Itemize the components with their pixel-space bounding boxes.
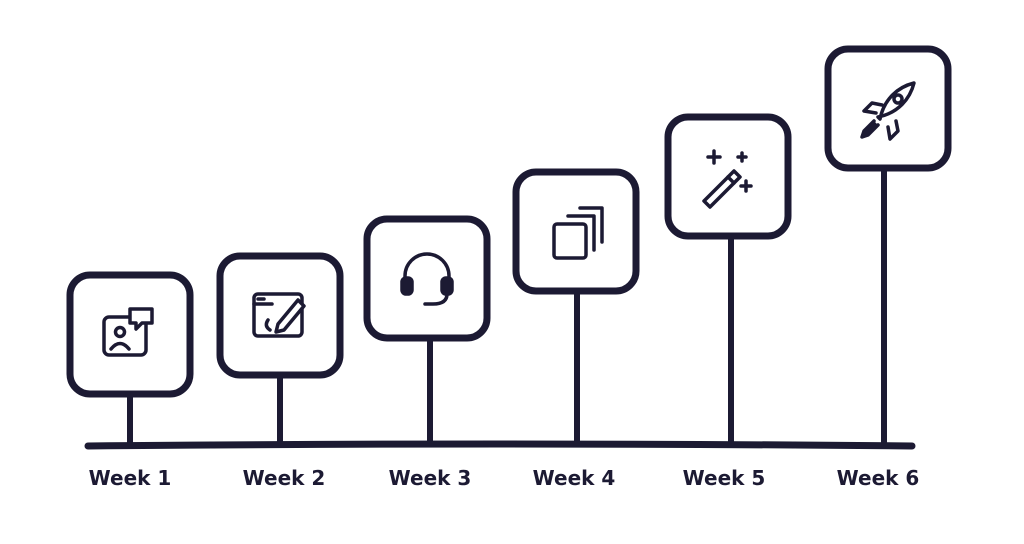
milestone-week-3: Week 3 [363,215,491,490]
magic-wand-icon [702,149,753,209]
milestone-week-6: Week 6 [824,45,952,490]
stacked-cards-icon [552,206,604,260]
milestone-card [66,271,194,398]
rocket-icon [860,81,916,141]
milestone-label: Week 5 [683,466,766,490]
milestone-label: Week 6 [837,466,920,490]
milestone-label: Week 3 [389,466,472,490]
milestone-label: Week 4 [533,466,616,490]
headset-icon [400,252,454,306]
milestone-label: Week 2 [243,466,326,490]
timeline-baseline [84,440,916,450]
milestone-label: Week 1 [89,466,172,490]
milestone-week-2: Week 2 [216,252,344,490]
milestone-week-4: Week 4 [512,168,640,490]
edit-document-icon [252,292,306,338]
milestone-week-5: Week 5 [664,113,792,490]
milestone-card [363,215,491,342]
milestone-card [216,252,344,379]
presentation-chat-icon [102,307,154,357]
milestone-week-1: Week 1 [66,271,194,490]
